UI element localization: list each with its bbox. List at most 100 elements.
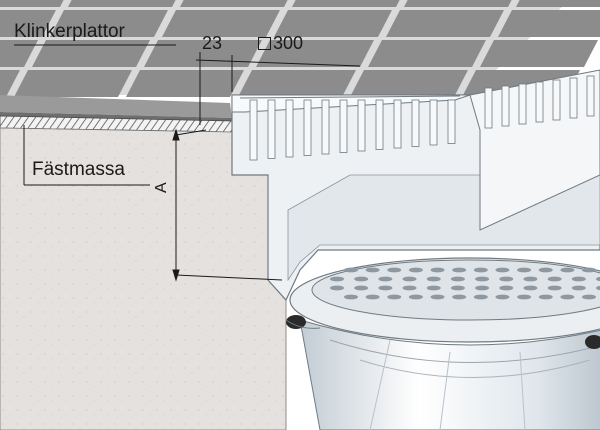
floor-tile <box>0 0 64 7</box>
grate-bar <box>285 99 294 158</box>
depth-label: A <box>153 182 170 193</box>
strainer-slot <box>365 267 380 273</box>
strainer-slot <box>387 294 402 300</box>
grate-bar <box>393 99 402 149</box>
drain-insert <box>285 257 600 430</box>
strainer-slot <box>450 285 465 291</box>
strainer-slot <box>430 267 445 273</box>
tiles-label: Klinkerplattor <box>14 21 125 42</box>
floor-tile <box>126 70 244 97</box>
grate-bar <box>267 99 276 159</box>
strainer-slot <box>452 267 467 273</box>
strainer-slot <box>365 294 380 300</box>
arrow-a-top <box>172 128 180 141</box>
strainer-slot <box>560 267 575 273</box>
grate-size-value: 300 <box>273 33 304 53</box>
strainer-slot <box>582 267 596 273</box>
strainer-slot <box>495 294 510 300</box>
strainer-slot <box>523 285 538 291</box>
strainer-slot <box>495 267 510 273</box>
floor-tile <box>180 0 288 7</box>
perforated-strainer <box>330 267 600 300</box>
grate-bar <box>535 81 544 123</box>
floor-tile <box>50 10 168 37</box>
grate-bar <box>303 99 312 156</box>
grating-right <box>484 75 595 129</box>
strainer-slot <box>538 267 553 273</box>
grate-bar <box>518 83 527 125</box>
strainer-slot <box>402 276 417 282</box>
strainer-slot <box>473 267 488 273</box>
strainer-slot <box>378 276 393 282</box>
floor-tile <box>162 10 280 37</box>
grate-bar <box>569 77 578 119</box>
strainer-slot <box>344 267 358 273</box>
floor-tile <box>292 0 400 7</box>
rubber-seal-left <box>286 315 306 329</box>
strainer-slot <box>596 276 600 282</box>
strainer-slot <box>430 294 445 300</box>
floor-tile <box>368 40 486 67</box>
strainer-slot <box>538 294 553 300</box>
floor-tile <box>274 10 392 37</box>
floor-tile <box>0 40 38 67</box>
grating <box>239 95 461 161</box>
grate-size-label: 300 <box>258 34 303 52</box>
floor-tile <box>516 0 600 7</box>
strainer-slot <box>499 285 514 291</box>
strainer-slot <box>402 285 417 291</box>
floor-tile <box>32 40 150 67</box>
strainer-slot <box>517 267 532 273</box>
strainer-slot <box>473 294 488 300</box>
grate-bar <box>552 79 561 121</box>
grate-bar <box>357 99 366 152</box>
grate-bar <box>501 85 510 127</box>
strainer-slot <box>330 285 344 291</box>
rubber-seal-right <box>585 335 600 349</box>
floor-tile <box>350 70 468 97</box>
strainer-slot <box>582 294 596 300</box>
joint-gap-label: 23 <box>202 33 223 53</box>
dimension-lines <box>14 44 361 281</box>
strainer-slot <box>344 294 358 300</box>
floor-tile <box>498 10 600 37</box>
strainer-slot <box>499 276 514 282</box>
floor-tile <box>480 40 598 67</box>
strainer-slot <box>408 267 423 273</box>
strainer-slot <box>354 285 369 291</box>
floor-tile <box>14 70 132 97</box>
floor-tile <box>386 10 504 37</box>
grate-bar <box>429 99 438 146</box>
tile-front-edge <box>0 95 232 118</box>
adhesive-label: Fästmassa <box>32 159 125 180</box>
strainer-slot <box>517 294 532 300</box>
strainer-slot <box>452 294 467 300</box>
tile-floor <box>0 0 600 121</box>
strainer-slot <box>354 276 369 282</box>
strainer-slot <box>450 276 465 282</box>
strainer-slot <box>426 276 441 282</box>
floor-tile <box>0 10 56 37</box>
strainer-slot <box>560 294 575 300</box>
strainer-slot <box>571 276 586 282</box>
strainer-slot <box>475 285 490 291</box>
grate-bar <box>375 99 384 150</box>
strainer-slot <box>547 285 562 291</box>
grate-bar <box>484 87 493 129</box>
floor-tile <box>404 0 512 7</box>
grate-bar <box>586 75 595 117</box>
strainer-slot <box>387 267 402 273</box>
grate-bar <box>411 99 420 147</box>
strainer-slot <box>596 285 600 291</box>
floor-tile <box>0 70 20 97</box>
square-outline-icon <box>258 37 271 50</box>
strainer-slot <box>426 285 441 291</box>
grate-bar <box>447 99 456 144</box>
floor-tile <box>256 40 374 67</box>
strainer-slot <box>378 285 393 291</box>
strainer-slot <box>571 285 586 291</box>
strainer-slot <box>523 276 538 282</box>
strainer-slot <box>330 276 344 282</box>
